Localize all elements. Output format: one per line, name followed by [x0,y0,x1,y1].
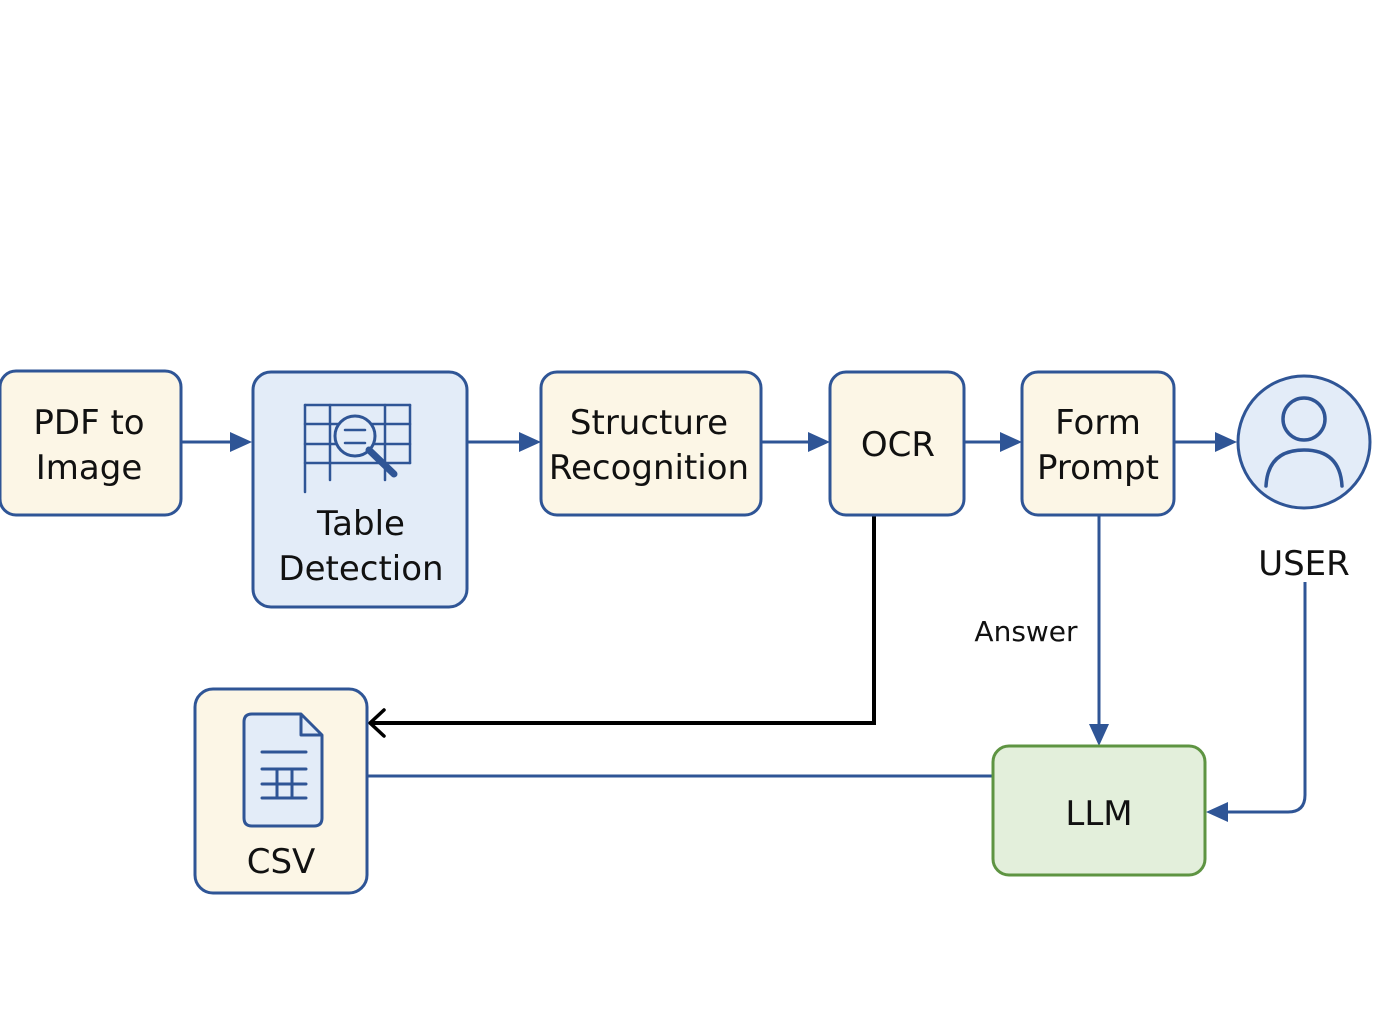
node-structure-recognition[interactable]: Structure Recognition [539,370,763,517]
node-pdf-to-image-line2: Image [36,448,142,488]
node-table-detection-line1: Table [316,504,405,544]
node-ocr-box [828,370,966,517]
node-structure-recognition-box [539,370,763,517]
edge-ocr-to-csv [370,516,876,725]
edge-label-answer: Answer [974,615,1078,648]
node-form-prompt-line1: Form [1055,403,1141,443]
arrowhead-ocr [808,432,830,452]
node-pdf-to-image[interactable]: PDF to Image [0,369,183,517]
node-llm-label: LLM [1065,794,1132,834]
node-llm[interactable]: LLM [991,744,1207,877]
node-ocr-label: OCR [861,425,935,465]
arrowhead-user [1215,432,1237,452]
arrowhead-llm-right [1206,802,1228,822]
node-user-label: USER [1258,544,1350,584]
user-avatar-circle [1236,374,1372,510]
arrowhead-form-prompt [1000,432,1022,452]
node-llm-box [991,744,1207,877]
node-form-prompt-line2: Prompt [1037,448,1159,488]
node-form-prompt-box [1020,370,1176,517]
node-pdf-to-image-line1: PDF to [33,403,144,443]
arrowhead-csv [368,708,386,738]
node-pdf-to-image-box [0,369,183,517]
edge-user-to-llm [1222,582,1307,814]
node-user[interactable]: USER [1236,374,1372,584]
arrowhead-structure [519,432,541,452]
node-ocr[interactable]: OCR [828,370,966,517]
node-table-detection[interactable]: Table Detection [251,370,469,609]
arrowhead-table-detection [230,432,252,452]
edges [181,432,1307,822]
node-csv-label: CSV [247,842,316,882]
node-form-prompt[interactable]: Form Prompt [1020,370,1176,517]
csv-file-icon [242,712,324,828]
node-table-detection-line2: Detection [278,549,443,589]
arrowhead-llm-top [1089,724,1109,746]
table-search-icon [303,403,412,494]
node-structure-recognition-line2: Recognition [549,448,749,488]
node-csv[interactable]: CSV [193,687,369,895]
node-table-detection-box [251,370,469,609]
node-structure-recognition-line1: Structure [570,403,728,443]
user-icon [1264,396,1344,488]
